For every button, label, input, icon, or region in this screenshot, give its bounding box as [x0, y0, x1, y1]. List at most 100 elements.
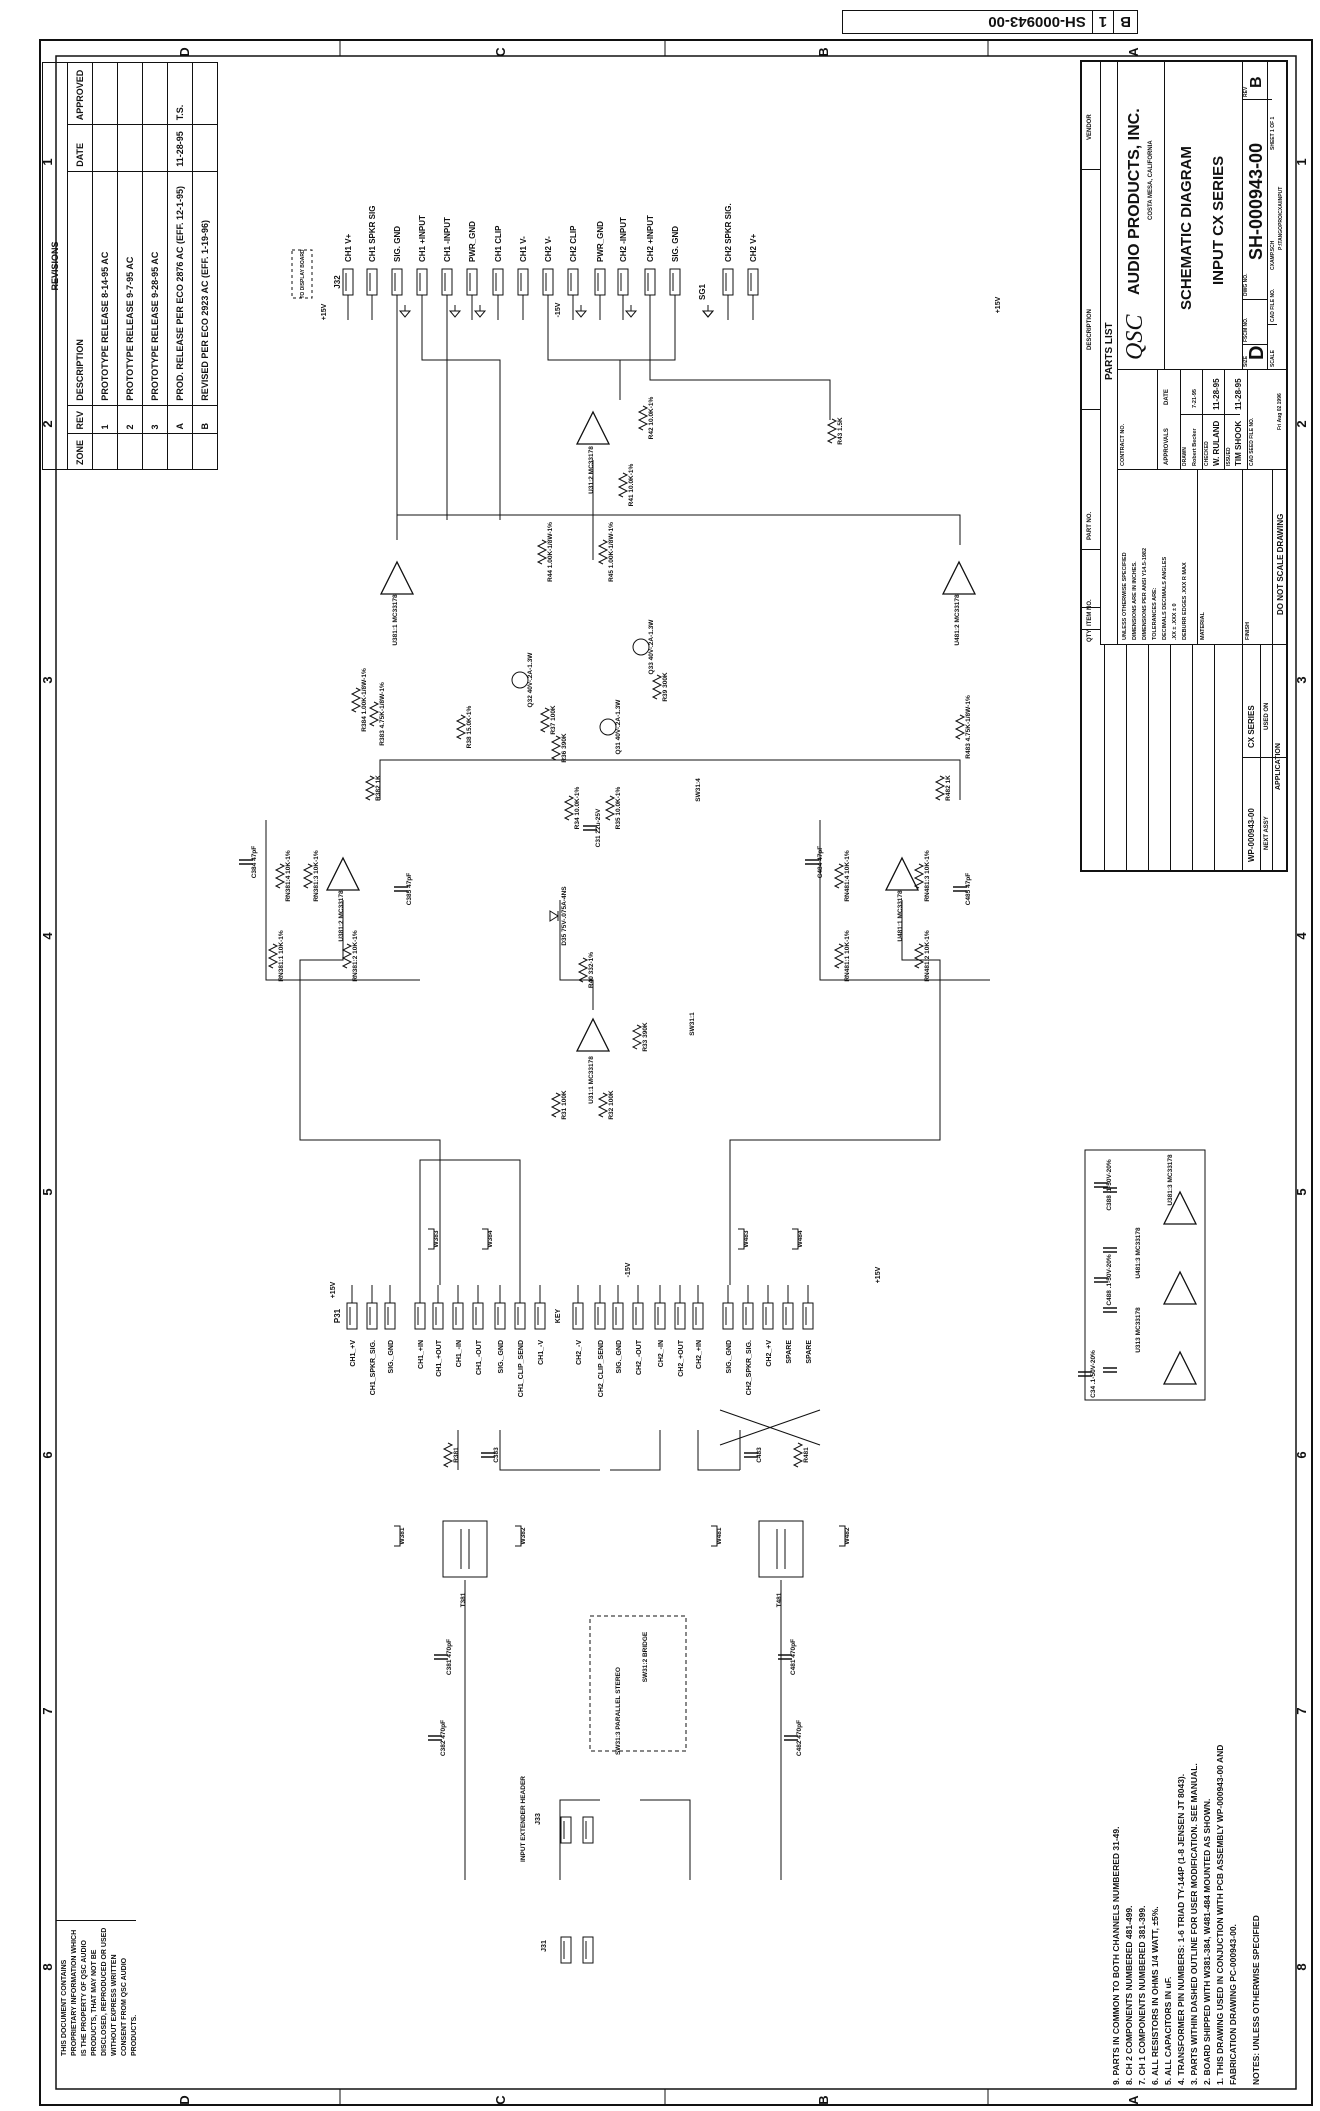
j32-pin-label: PWR_GND	[596, 221, 605, 262]
fscm-label: FSCM NO.	[1243, 317, 1249, 342]
wire	[649, 320, 831, 420]
drawn-date: 7-21-95	[1192, 389, 1198, 408]
jumper-w381	[394, 1525, 401, 1547]
header-pin	[582, 1936, 594, 1964]
component-label: C481 470pF	[790, 1639, 797, 1675]
tolerance-line: TOLERANCES ARE:	[1152, 587, 1158, 640]
title-block-rule	[1192, 645, 1193, 870]
component-label: R41 10.0K-1%	[628, 463, 635, 506]
checked-date: 11-28-95	[1212, 378, 1221, 410]
capacitor-c383	[481, 1452, 495, 1458]
wire	[719, 1409, 821, 1446]
revision-header: REV	[67, 405, 93, 434]
ground-icon	[624, 305, 638, 318]
op-amp-power-section	[1162, 1270, 1198, 1305]
p31-pin-label: CH2_+V	[766, 1340, 773, 1367]
component-label: W381	[399, 1527, 406, 1544]
note-item: 1. THIS DRAWING USED IN CONJUCTION WITH …	[1215, 1744, 1238, 2085]
title-block-rule	[1148, 645, 1149, 870]
sheet-stamp: B 1 SH-000943-00	[842, 10, 1138, 34]
component-label: R481	[803, 1447, 810, 1463]
contract-no-label: CONTRACT NO.	[1120, 423, 1126, 466]
capacitor-c388	[1094, 1182, 1108, 1188]
p31-pin	[762, 1302, 774, 1330]
component-label: C484 47pF	[817, 846, 824, 879]
wire	[419, 1159, 521, 1285]
transistor-q31	[599, 718, 617, 736]
p31-pin-label: CH1_-OUT	[476, 1339, 483, 1375]
transformer-t381	[442, 1520, 488, 1578]
component-label: C384 47pF	[251, 846, 258, 879]
resistor-r31	[550, 1092, 562, 1118]
note-item: 7. CH 1 COMPONENTS NUMBERED 381-399.	[1137, 1905, 1147, 2086]
component-label: R38 15.0K-1%	[466, 705, 473, 748]
p31-pin	[494, 1302, 506, 1330]
j32-pin	[466, 268, 478, 296]
header-pin	[582, 1816, 594, 1844]
p31-pin-label: SPARE	[806, 1340, 813, 1364]
op-amp-u381-1	[379, 560, 415, 595]
revision-cell	[117, 62, 143, 125]
j32-pin	[722, 268, 734, 296]
j32-pin-label: CH2 CLIP	[569, 225, 578, 262]
resistor-r483	[954, 714, 966, 740]
title-block-rule	[1164, 60, 1165, 370]
j32-pin-label: CH1 V+	[344, 233, 353, 262]
drawn-name: Robert Becker	[1192, 428, 1198, 466]
ground-icon	[398, 305, 412, 318]
component-label: RN481:2 10K-1%	[924, 930, 931, 982]
j32-pin	[567, 268, 579, 296]
notes-block: 9. PARTS IN COMMON TO BOTH CHANNELS NUMB…	[1110, 1685, 1261, 2086]
component-label: R381	[453, 1447, 460, 1463]
component-label: W382	[520, 1527, 527, 1544]
header-pin	[560, 1936, 572, 1964]
wire	[610, 320, 676, 361]
title-block-rule	[1100, 644, 1286, 645]
tolerance-line: DEBURR EDGES .XXX R MAX	[1182, 562, 1188, 640]
component-label: SW31:3 PARALLEL STEREO	[615, 1667, 622, 1755]
p31-key-label: KEY	[555, 1308, 562, 1323]
revision-cell: 3	[142, 405, 168, 434]
p31-pin	[452, 1302, 464, 1330]
p31-pin	[632, 1302, 644, 1330]
resistor-r38	[455, 714, 467, 740]
title-block-rule	[1267, 324, 1277, 325]
qsc-logo: QSC	[1122, 314, 1148, 360]
component-label: C383	[493, 1447, 500, 1463]
component-label: U381:1 MC33178	[392, 594, 399, 646]
component-label: T481	[776, 1592, 783, 1607]
p31-pin	[346, 1302, 358, 1330]
stamp-sheet: 1	[1091, 11, 1114, 33]
revision-cell	[192, 62, 218, 125]
component-label: RN481:1 10K-1%	[844, 930, 851, 982]
parts-list-header: QTY	[1087, 629, 1093, 642]
revision-cell: 11-28-95	[167, 124, 193, 172]
p31-ref: P31	[333, 1308, 342, 1323]
p31-pin-label: CH2_CLIP_SEND	[598, 1340, 605, 1397]
revision-cell	[167, 433, 193, 470]
j32-pin-label: PWR_GND	[468, 221, 477, 262]
op-amp-u31-2	[575, 410, 611, 445]
display-board-label: TO DISPLAY BOARD	[300, 249, 306, 298]
wire	[697, 1430, 740, 1471]
revision-cell: 1	[92, 405, 118, 434]
j32-pin	[391, 268, 403, 296]
component-label: U381:3 MC33178	[1167, 1154, 1174, 1206]
j32-pin	[617, 268, 629, 296]
finish-label: FINISH	[1245, 621, 1251, 640]
zone-number-right: 6	[1294, 1451, 1309, 1458]
title-block-rule	[1126, 645, 1127, 870]
proprietary-notice: THIS DOCUMENT CONTAINS PROPRIETARY INFOR…	[56, 1920, 138, 2060]
drawing-title: SCHEMATIC DIAGRAM	[1178, 146, 1195, 310]
diode-d35	[549, 910, 559, 922]
zone-number-left: 5	[40, 1188, 55, 1195]
revision-cell: REVISED PER ECO 2923 AC (EFF. 1-19-96)	[192, 171, 218, 406]
p31-pin-label: CH2_-OUT	[636, 1339, 643, 1375]
title-block-rule	[1117, 60, 1118, 645]
title-block-rule	[1180, 414, 1240, 415]
capacitor-c34	[1078, 1371, 1092, 1377]
zone-number-right: 3	[1294, 676, 1309, 683]
j32-pin-label: SIG. GND	[393, 226, 402, 262]
